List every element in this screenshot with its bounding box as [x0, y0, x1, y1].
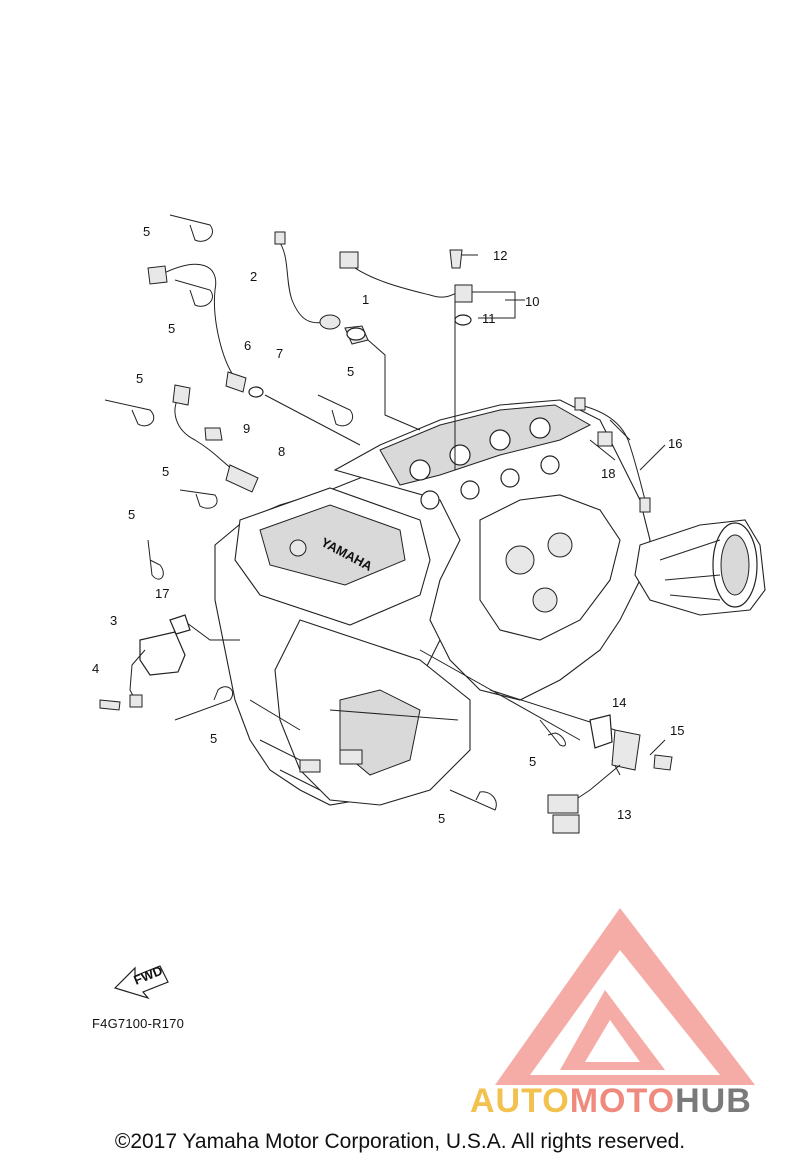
part-13-connector	[547, 714, 673, 834]
engine-block: YAMAHA	[214, 399, 766, 806]
callout-8: 8	[278, 444, 285, 459]
callout-13: 13	[617, 807, 631, 822]
callout-5g: 5	[210, 731, 217, 746]
callout-labels: 1 2 3 4 5 5 5 5 5 5 5 5 5 6 7 8 9 10 11 …	[92, 224, 684, 826]
watermark-logo	[495, 908, 755, 1085]
callout-18: 18	[601, 466, 615, 481]
callout-5i: 5	[438, 811, 445, 826]
watermark-text: AUTOMOTOHUB	[470, 1082, 752, 1121]
callout-16: 16	[668, 436, 682, 451]
callout-3: 3	[110, 613, 117, 628]
callout-12: 12	[493, 248, 507, 263]
callout-5e: 5	[162, 464, 169, 479]
part-2-harness	[274, 231, 341, 330]
fwd-arrow-icon: FWD	[113, 963, 169, 1000]
part-8-sensor	[172, 384, 259, 493]
part-3-bracket	[99, 614, 191, 711]
callout-7: 7	[276, 346, 283, 361]
callout-14: 14	[612, 695, 626, 710]
callout-11: 11	[482, 311, 496, 326]
diagram-code: F4G7100-R170	[92, 1016, 185, 1031]
callout-1: 1	[362, 292, 369, 307]
callout-15: 15	[670, 723, 684, 738]
part-16-sensor	[574, 397, 651, 513]
copyright-notice: ©2017 Yamaha Motor Corporation, U.S.A. A…	[114, 1130, 686, 1153]
leader-lines	[182, 254, 666, 776]
watermark-part-3: HUB	[675, 1082, 752, 1120]
part-1-sensor	[344, 325, 369, 345]
callout-5f: 5	[128, 507, 135, 522]
callout-5d: 5	[347, 364, 354, 379]
callout-17: 17	[155, 586, 169, 601]
callout-5h: 5	[529, 754, 536, 769]
watermark-part-1: AUTO	[470, 1082, 570, 1120]
callout-9: 9	[243, 421, 250, 436]
part-10-sensor	[339, 249, 473, 326]
callout-10: 10	[525, 294, 539, 309]
callout-2: 2	[250, 269, 257, 284]
part-6-sensor	[147, 263, 264, 398]
callout-5b: 5	[168, 321, 175, 336]
callout-6: 6	[244, 338, 251, 353]
callout-4: 4	[92, 661, 99, 676]
callout-5c: 5	[136, 371, 143, 386]
callout-5a: 5	[143, 224, 150, 239]
watermark-part-2: MOTO	[569, 1082, 676, 1120]
clamp-parts	[104, 214, 566, 811]
